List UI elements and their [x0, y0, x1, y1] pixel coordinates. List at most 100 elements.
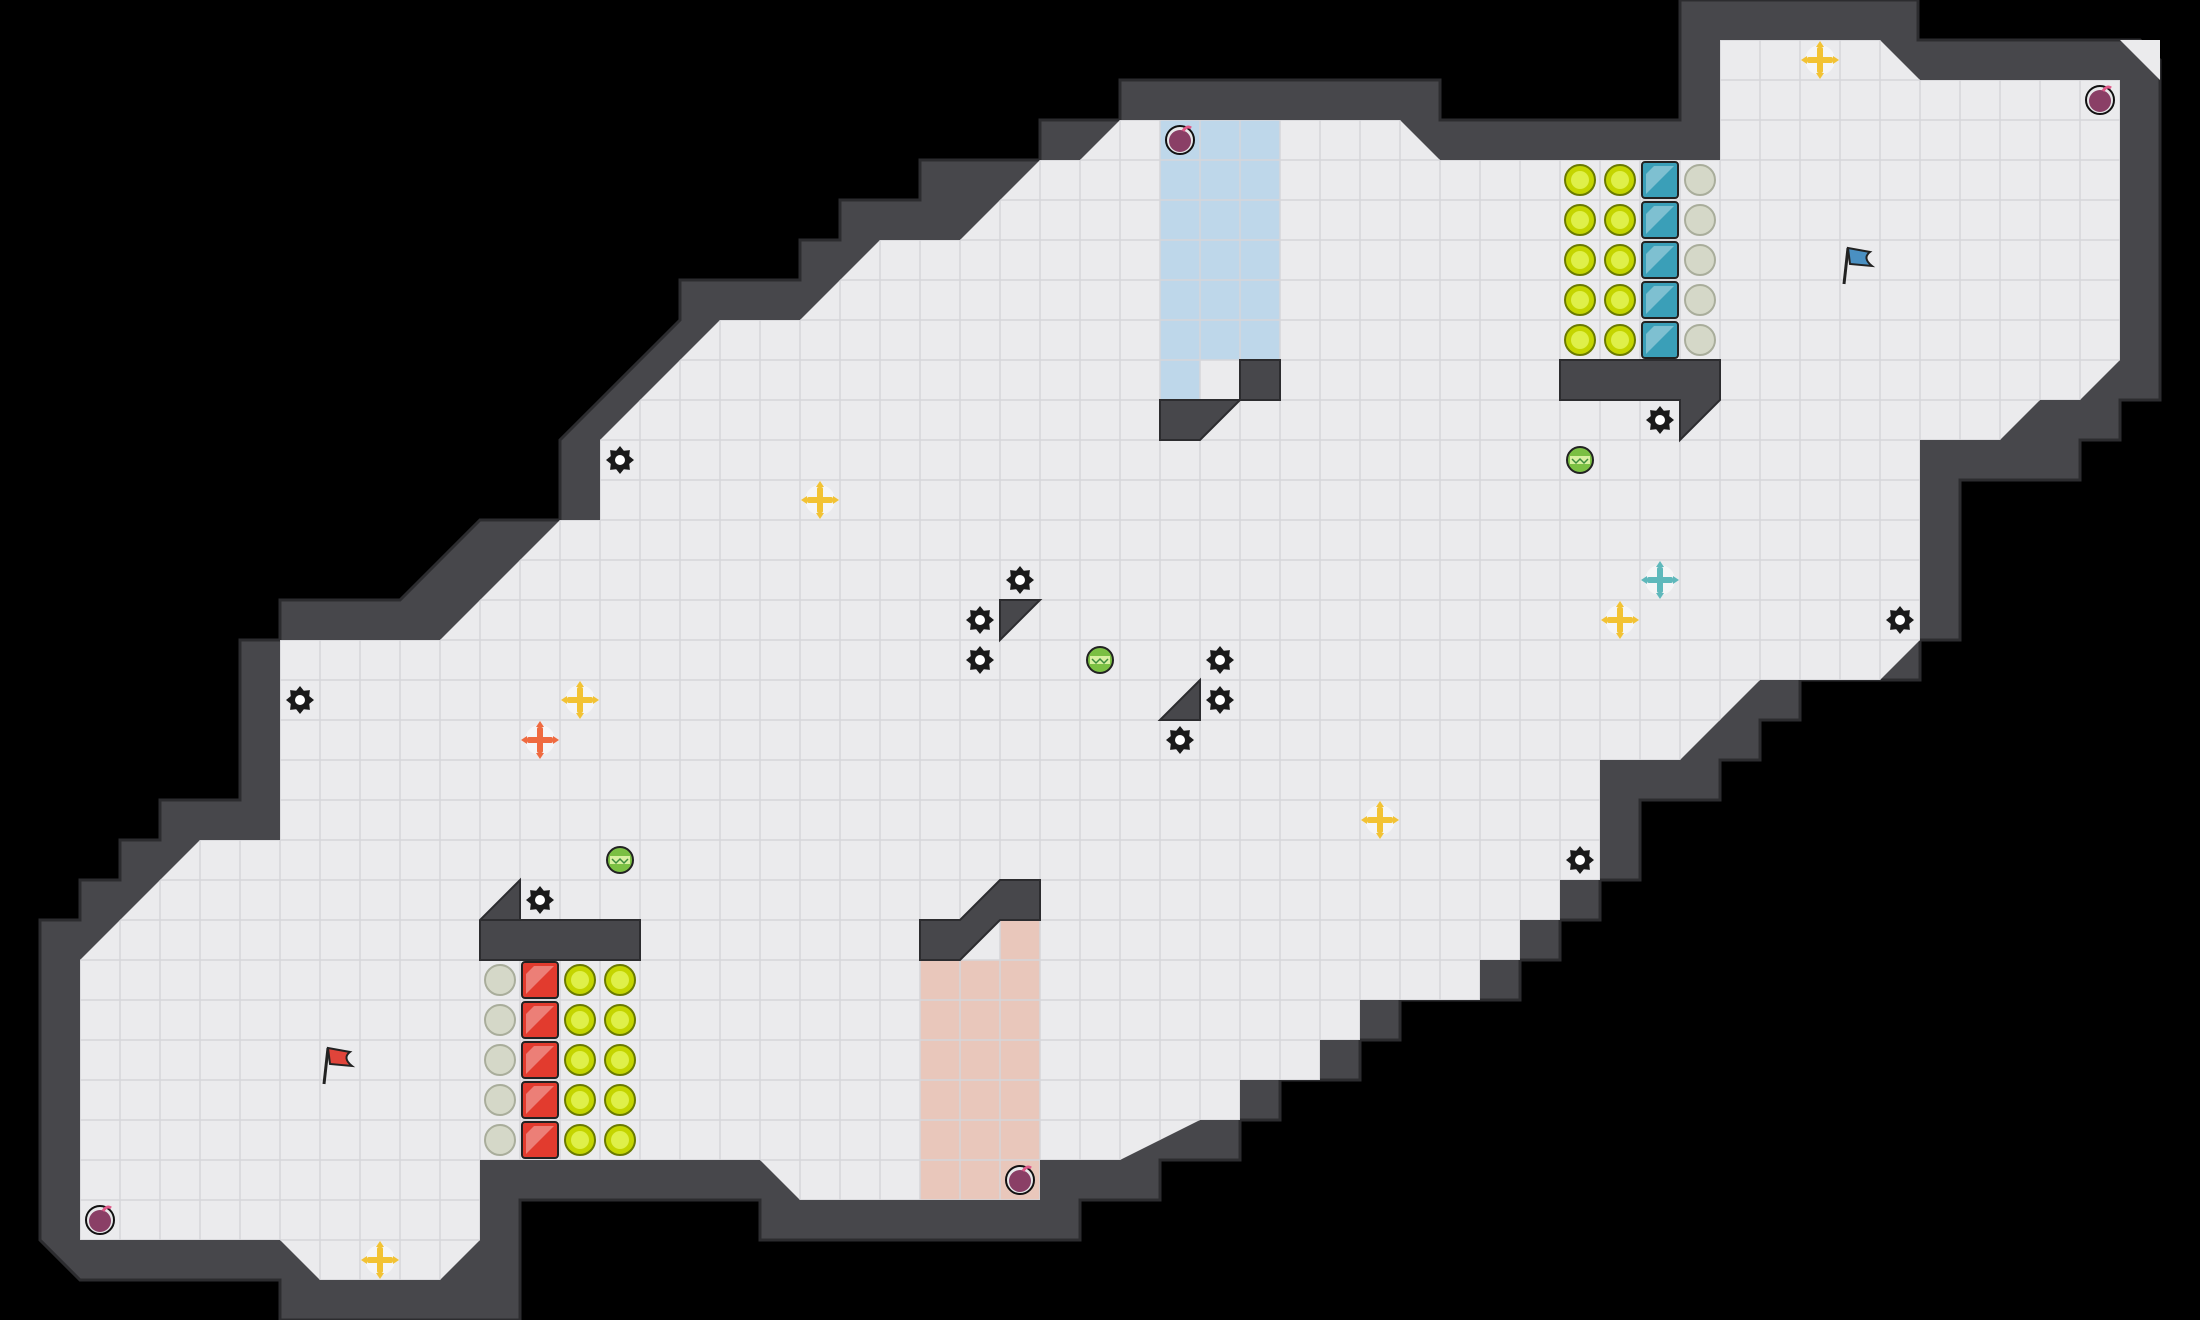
boost-arrow [593, 696, 599, 704]
button-icon[interactable] [1604, 284, 1636, 316]
boost-bar-h [527, 737, 553, 743]
button-ring [1684, 284, 1716, 316]
gate-body [1641, 241, 1679, 279]
button-icon[interactable] [564, 1084, 596, 1116]
button-icon[interactable] [1604, 164, 1636, 196]
button-icon[interactable] [484, 1124, 516, 1156]
button-icon[interactable] [604, 1044, 636, 1076]
button-icon[interactable] [1684, 164, 1716, 196]
button-core [571, 1011, 589, 1029]
boost-arrow [1601, 616, 1607, 624]
speed-boost-icon [1641, 561, 1679, 599]
flag-pole [322, 1047, 330, 1085]
button-icon[interactable] [1564, 284, 1596, 316]
inner-wall-blue-ledge [1559, 359, 1721, 443]
spike-center [1175, 735, 1185, 745]
button-core [1571, 291, 1589, 309]
button-icon[interactable] [484, 1084, 516, 1116]
button-icon[interactable] [1604, 204, 1636, 236]
button-icon[interactable] [484, 964, 516, 996]
button-icon[interactable] [604, 1124, 636, 1156]
gate-body [1641, 201, 1679, 239]
spike-center [975, 655, 985, 665]
button-icon[interactable] [1604, 324, 1636, 356]
bomb-icon [85, 1205, 115, 1235]
button-core [1571, 331, 1589, 349]
boost-arrow [1816, 41, 1824, 47]
gate-body [1641, 281, 1679, 319]
button-icon[interactable] [564, 964, 596, 996]
gate-icon [1641, 201, 1679, 239]
button-ring [1684, 204, 1716, 236]
button-core [611, 1091, 629, 1109]
button-icon[interactable] [1684, 244, 1716, 276]
boost-arrow [576, 713, 584, 719]
bomb-body [2089, 90, 2111, 112]
button-core [1611, 331, 1629, 349]
button-icon[interactable] [604, 964, 636, 996]
gate-icon [1641, 161, 1679, 199]
spike-center [295, 695, 305, 705]
button-icon[interactable] [1684, 324, 1716, 356]
inner-triangle-1 [999, 599, 1043, 643]
spike-icon [1006, 566, 1034, 594]
button-icon[interactable] [1564, 244, 1596, 276]
gate-icon [521, 1081, 559, 1119]
spike-center [1655, 415, 1665, 425]
spike-icon [1646, 406, 1674, 434]
blue-team-zone [1160, 120, 1280, 400]
powerup-zigzag [1091, 657, 1109, 665]
button-core [611, 1051, 629, 1069]
objects-layer [85, 41, 2115, 1279]
button-core [571, 1091, 589, 1109]
blue-flag-icon[interactable] [1842, 246, 1876, 285]
button-icon[interactable] [604, 1084, 636, 1116]
speed-boost-icon [801, 481, 839, 519]
button-icon[interactable] [604, 1004, 636, 1036]
button-icon[interactable] [1564, 164, 1596, 196]
gate-body [521, 1121, 559, 1159]
gate-shine [526, 1006, 554, 1034]
boost-arrow [1641, 576, 1647, 584]
button-core [611, 1011, 629, 1029]
spike-icon [1206, 646, 1234, 674]
boost-arrow [1816, 73, 1824, 79]
button-icon[interactable] [564, 1044, 596, 1076]
button-ring [1684, 244, 1716, 276]
button-icon[interactable] [1564, 324, 1596, 356]
gate-icon [1641, 241, 1679, 279]
boost-arrow [553, 736, 559, 744]
gate-icon [521, 961, 559, 999]
button-ring [1684, 324, 1716, 356]
button-icon[interactable] [484, 1044, 516, 1076]
button-core [611, 971, 629, 989]
red-flag-icon[interactable] [322, 1046, 356, 1085]
boost-arrow [1656, 561, 1664, 567]
inner-wall-blue-base [1159, 359, 1281, 441]
button-icon[interactable] [1604, 244, 1636, 276]
gate-icon [1641, 281, 1679, 319]
red-team-zone [920, 920, 1040, 1200]
button-icon[interactable] [564, 1004, 596, 1036]
button-ring [484, 964, 516, 996]
button-core [571, 1131, 589, 1149]
boost-bar-h [807, 497, 833, 503]
boost-arrow [561, 696, 567, 704]
button-core [1611, 251, 1629, 269]
button-core [571, 971, 589, 989]
button-icon[interactable] [564, 1124, 596, 1156]
speed-boost-icon [1801, 41, 1839, 79]
gate-body [521, 961, 559, 999]
button-core [1611, 171, 1629, 189]
boost-arrow [1393, 816, 1399, 824]
button-icon[interactable] [484, 1004, 516, 1036]
button-icon[interactable] [1564, 204, 1596, 236]
button-icon[interactable] [1684, 284, 1716, 316]
button-icon[interactable] [1684, 204, 1716, 236]
bomb-fuse [1181, 125, 1192, 132]
gate-shine [526, 966, 554, 994]
gate-icon [521, 1041, 559, 1079]
boost-arrow [521, 736, 527, 744]
spike-center [975, 615, 985, 625]
